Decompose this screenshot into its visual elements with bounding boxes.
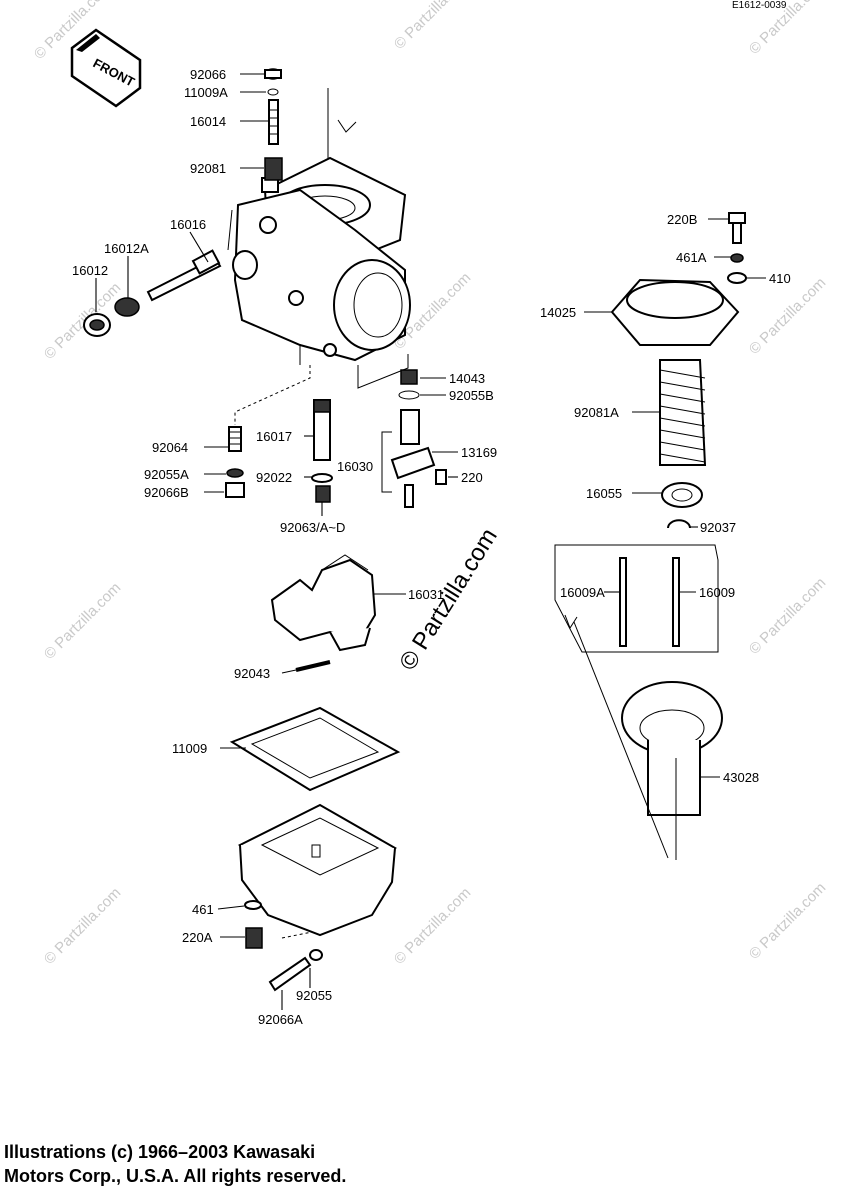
part-label-16016[interactable]: 16016 — [170, 217, 206, 232]
part-label-461[interactable]: 461 — [192, 902, 214, 917]
part-label-92064[interactable]: 92064 — [152, 440, 188, 455]
carburetor-exploded-diagram: © Partzilla.com © Partzilla.com © Partzi… — [31, 0, 829, 1027]
part-label-92066b[interactable]: 92066B — [144, 485, 189, 500]
part-label-16012[interactable]: 16012 — [72, 263, 108, 278]
leader-lines — [95, 73, 766, 1010]
watermark: © Partzilla.com — [41, 884, 124, 967]
assembly-guides — [234, 354, 409, 425]
watermark: © Partzilla.com — [746, 574, 829, 657]
part-label-92043[interactable]: 92043 — [234, 666, 270, 681]
part-label-16030[interactable]: 16030 — [337, 459, 373, 474]
watermark: © Partzilla.com — [391, 0, 474, 53]
part-label-16009[interactable]: 16009 — [699, 585, 735, 600]
float-bowl — [237, 803, 398, 992]
part-label-16014[interactable]: 16014 — [190, 114, 226, 129]
part-label-43028[interactable]: 43028 — [723, 770, 759, 785]
jet-parts-group — [225, 369, 447, 508]
watermark: © Partzilla.com — [391, 884, 474, 967]
diaphragm-stack — [554, 212, 747, 860]
part-label-410[interactable]: 410 — [769, 271, 791, 286]
pilot-screw-stack — [264, 68, 283, 181]
part-label-92055b[interactable]: 92055B — [449, 388, 494, 403]
diagram-code: E1612-0039 — [732, 0, 787, 11]
watermark: © Partzilla.com — [41, 579, 124, 662]
carburetor-body — [227, 88, 411, 365]
part-label-220b[interactable]: 220B — [667, 212, 697, 227]
float-part — [270, 554, 377, 672]
watermark: © Partzilla.com — [746, 274, 829, 357]
starter-plunger-group — [83, 249, 222, 337]
part-label-92055[interactable]: 92055 — [296, 988, 332, 1003]
part-label-92063-a-d[interactable]: 92063/A~D — [280, 520, 345, 535]
part-label-16017[interactable]: 16017 — [256, 429, 292, 444]
part-label-16012a[interactable]: 16012A — [104, 241, 149, 256]
part-label-92055a[interactable]: 92055A — [144, 467, 189, 482]
part-label-16055[interactable]: 16055 — [586, 486, 622, 501]
part-label-16031[interactable]: 16031 — [408, 587, 444, 602]
watermark-layer: © Partzilla.com © Partzilla.com © Partzi… — [31, 0, 829, 968]
copyright-line-2: Motors Corp., U.S.A. All rights reserved… — [4, 1166, 347, 1186]
watermark: © Partzilla.com — [41, 279, 124, 362]
part-label-11009[interactable]: 11009 — [172, 741, 207, 756]
part-label-220a[interactable]: 220A — [182, 930, 213, 945]
part-label-14025[interactable]: 14025 — [540, 305, 576, 320]
float-bowl-gasket — [229, 706, 401, 792]
part-labels: 92066 11009A 16014 92081 16016 16012A 16… — [72, 67, 791, 1027]
part-label-11009a[interactable]: 11009A — [184, 85, 228, 100]
part-label-92081a[interactable]: 92081A — [574, 405, 619, 420]
part-label-92066[interactable]: 92066 — [190, 67, 226, 82]
copyright-notice: Illustrations (c) 1966–2003 Kawasaki Mot… — [4, 1140, 346, 1188]
part-label-92081[interactable]: 92081 — [190, 161, 226, 176]
part-label-13169[interactable]: 13169 — [461, 445, 497, 460]
part-label-461a[interactable]: 461A — [676, 250, 707, 265]
watermark: © Partzilla.com — [746, 879, 829, 962]
part-label-92022[interactable]: 92022 — [256, 470, 292, 485]
front-arrow-icon: FRONT — [70, 28, 142, 108]
part-label-220[interactable]: 220 — [461, 470, 483, 485]
part-label-14043[interactable]: 14043 — [449, 371, 485, 386]
part-label-16009a[interactable]: 16009A — [560, 585, 605, 600]
part-label-92066a[interactable]: 92066A — [258, 1012, 303, 1027]
part-label-92037[interactable]: 92037 — [700, 520, 736, 535]
copyright-line-1: Illustrations (c) 1966–2003 Kawasaki — [4, 1142, 316, 1162]
